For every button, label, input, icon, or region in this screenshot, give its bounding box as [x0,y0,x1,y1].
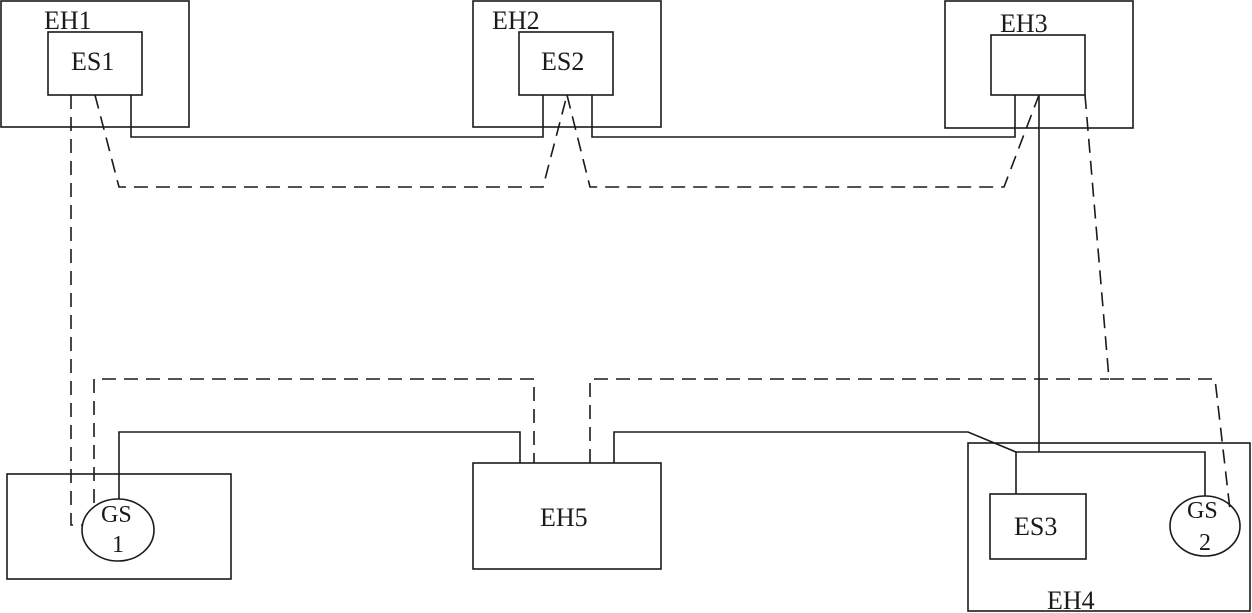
link-eh4-es3 [1015,451,1206,496]
es3-box [989,493,1087,560]
eh3-label: EH3 [1000,9,1048,38]
dashed-es1-es2 [94,94,568,188]
dashed-eh5-gs2 [589,378,1109,463]
eh3-switch-box [990,34,1086,96]
gs1-label-line1: GS [101,502,132,528]
eh5-label: EH5 [540,503,588,532]
eh5-box [472,462,662,570]
dashed-gs1-eh5 [93,378,535,503]
es1-label: ES1 [71,47,114,76]
link-es1-es2 [130,95,544,138]
link-gs1-eh5 [118,431,521,499]
dashed-eh3-gs2 [1084,94,1231,511]
eh1-label: EH1 [44,6,92,35]
eh4-label: EH4 [1047,586,1095,613]
gs1-label-line2: 1 [112,532,124,558]
es2-box [518,31,614,96]
es2-label: ES2 [541,47,584,76]
gs2-label-line2: 2 [1199,530,1211,556]
gs2-label-line1: GS [1187,498,1218,524]
eh2-label: EH2 [492,6,540,35]
link-es2-eh3 [591,95,1016,138]
gs1-circle [81,498,155,562]
dashed-es1-gs1 [70,95,82,526]
dashed-es2-eh3 [566,94,1040,188]
es3-label: ES3 [1014,512,1057,541]
link-eh5-eh4 [613,431,1017,463]
